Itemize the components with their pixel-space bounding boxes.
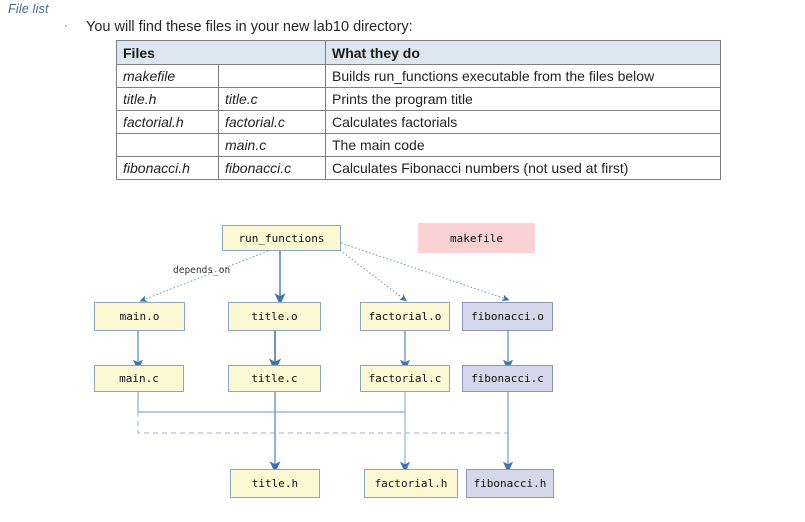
edge-mainc-elbow-dashed — [137, 412, 508, 434]
node-fibonacci-o[interactable]: fibonacci.o — [462, 302, 553, 331]
cell-header-file: title.h — [116, 87, 219, 111]
cell-description: Prints the program title — [325, 87, 721, 111]
cell-header-file: factorial.h — [116, 110, 219, 134]
cell-source-file: title.c — [218, 87, 326, 111]
node-factorial-h[interactable]: factorial.h — [364, 469, 458, 498]
node-label: title.o — [251, 310, 298, 323]
table-row: main.c The main code — [116, 133, 721, 157]
node-main-o[interactable]: main.o — [94, 302, 185, 331]
cell-description: Calculates Fibonacci numbers (not used a… — [325, 156, 721, 180]
cell-header-file: fibonacci.h — [116, 156, 219, 180]
table-row: fibonacci.h fibonacci.c Calculates Fibon… — [116, 156, 721, 180]
bullet-text: You will find these files in your new la… — [86, 19, 413, 35]
node-title-o[interactable]: title.o — [228, 302, 321, 331]
page-title: File list — [8, 2, 49, 16]
node-label: run_functions — [238, 231, 325, 245]
table-row: title.h title.c Prints the program title — [116, 87, 721, 111]
node-makefile[interactable]: makefile — [418, 223, 535, 253]
cell-header-file — [116, 133, 219, 157]
cell-description: Calculates factorials — [325, 110, 721, 134]
cell-description: Builds run_functions executable from the… — [325, 64, 721, 88]
edge-runfunctions-to-factorialo — [336, 247, 408, 302]
cell-source-file — [218, 64, 326, 88]
column-header-files: Files — [116, 40, 326, 65]
node-factorial-c[interactable]: factorial.c — [360, 365, 450, 392]
column-header-what-they-do: What they do — [325, 40, 721, 65]
node-label: fibonacci.o — [471, 310, 544, 323]
cell-source-file: fibonacci.c — [218, 156, 326, 180]
edge-label-depends-on: depends_on — [173, 265, 231, 276]
cell-header-file: makefile — [116, 64, 219, 88]
node-title-c[interactable]: title.c — [228, 365, 321, 392]
node-label: title.h — [251, 477, 299, 490]
cell-source-file: factorial.c — [218, 110, 326, 134]
node-label: factorial.h — [374, 477, 448, 490]
node-label: main.c — [119, 372, 159, 385]
cell-source-file: main.c — [218, 133, 326, 157]
node-label: factorial.o — [368, 310, 442, 323]
node-label: fibonacci.c — [471, 372, 544, 385]
edge-mainc-elbow-solid — [137, 392, 405, 413]
node-factorial-o[interactable]: factorial.o — [360, 302, 450, 331]
node-fibonacci-c[interactable]: fibonacci.c — [462, 365, 553, 392]
table-header-row: Files What they do — [116, 40, 721, 65]
table-row: factorial.h factorial.c Calculates facto… — [116, 110, 721, 134]
node-run-functions[interactable]: run_functions — [222, 225, 341, 251]
bullet-marker: · — [64, 20, 68, 32]
node-label: factorial.c — [368, 372, 442, 385]
node-label: makefile — [450, 231, 503, 245]
node-label: fibonacci.h — [473, 477, 547, 490]
node-label: main.o — [119, 310, 160, 323]
cell-description: The main code — [325, 133, 721, 157]
bullet-line: · You will find these files in your new … — [64, 19, 413, 35]
node-main-c[interactable]: main.c — [94, 365, 184, 392]
node-title-h[interactable]: title.h — [230, 469, 320, 498]
node-label: title.c — [251, 372, 298, 385]
node-fibonacci-h[interactable]: fibonacci.h — [466, 469, 554, 498]
file-list-table: Files What they do makefile Builds run_f… — [116, 40, 721, 180]
table-row: makefile Builds run_functions executable… — [116, 64, 721, 88]
